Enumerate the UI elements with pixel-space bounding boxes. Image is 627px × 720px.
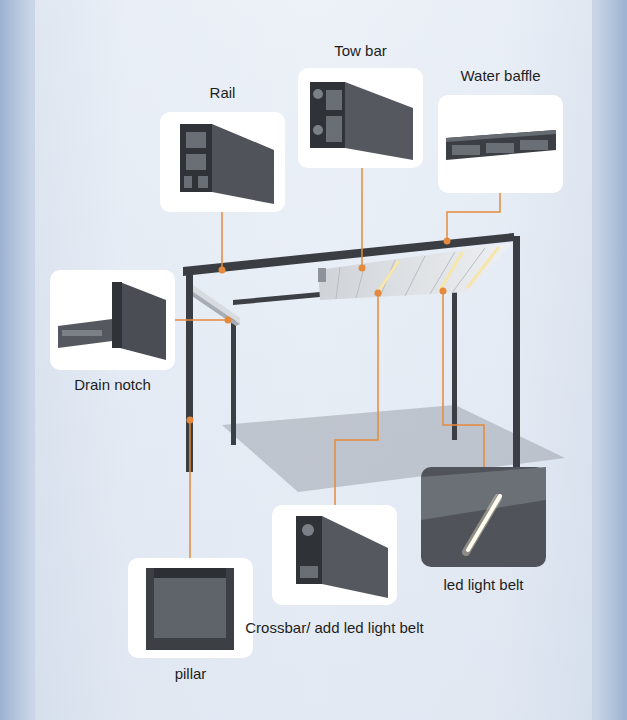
part-callout: Drain notch	[50, 270, 175, 370]
part-name: Crossbar/ add led light belt	[245, 619, 423, 637]
part-callout: Tow bar	[298, 68, 423, 168]
part-name: Rail	[210, 84, 236, 102]
part-name: pillar	[175, 665, 207, 683]
part-name: Water baffle	[460, 67, 540, 85]
part-callout: Water baffle	[438, 95, 563, 193]
part-name: Tow bar	[334, 42, 387, 60]
part-name: led light belt	[443, 576, 523, 594]
part-callout: led light belt	[421, 467, 546, 567]
part-callout: pillar	[128, 558, 253, 658]
part-callout: Rail	[160, 112, 285, 212]
part-callout: Crossbar/ add led light belt	[272, 505, 397, 605]
part-name: Drain notch	[74, 376, 151, 394]
